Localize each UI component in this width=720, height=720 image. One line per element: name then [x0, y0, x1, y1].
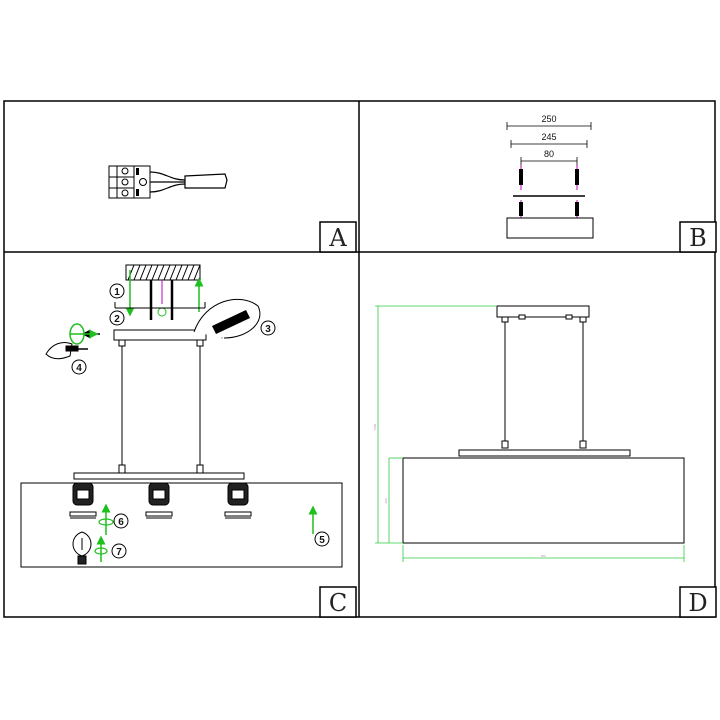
screwdriver-hand	[45, 341, 88, 360]
terminal-block	[108, 165, 151, 199]
panel-b-letter-box	[679, 221, 717, 253]
dimension-lines-b	[506, 122, 592, 165]
dimension-lines-d	[375, 305, 685, 562]
step-5: 5	[319, 535, 325, 546]
lamp-shade-c	[20, 482, 343, 568]
step-7: 7	[116, 547, 122, 558]
ceiling-canopy	[506, 217, 594, 239]
bulb-icon	[72, 531, 92, 565]
terminal-marks	[136, 168, 139, 196]
panel-b: 250 245 80 B	[506, 114, 717, 253]
dim-height: 1500	[373, 423, 377, 430]
step-2: 2	[114, 314, 120, 325]
panel-d: 1500 200 780 D	[373, 305, 717, 618]
dim-245: 245	[541, 132, 556, 142]
panel-a: A	[108, 165, 357, 253]
dim-80: 80	[544, 149, 554, 159]
suspension-cables-d	[501, 314, 587, 449]
panel-a-letter-box	[319, 221, 357, 253]
step-1: 1	[114, 287, 120, 298]
suspension-cables-c	[118, 339, 204, 474]
dim-width: 780	[540, 554, 545, 558]
lamp-shade-d	[402, 457, 685, 544]
bracket-c	[114, 302, 206, 309]
panel-d-letter: D	[688, 589, 707, 617]
panel-a-letter: A	[328, 224, 347, 252]
canopy-d	[496, 305, 590, 318]
step-6: 6	[118, 517, 124, 528]
socket-1	[69, 482, 97, 519]
ring-arrow-6	[98, 503, 114, 535]
ceiling-hatch	[125, 264, 201, 281]
step-3: 3	[265, 324, 271, 335]
panel-c: 1 2 3 4	[20, 264, 357, 618]
socket-2	[145, 482, 173, 519]
step-4: 4	[76, 363, 82, 374]
screws-b	[519, 165, 579, 220]
bulb-arrow-7	[94, 535, 108, 562]
connector-detail	[193, 298, 276, 339]
lamp-bar-d	[458, 449, 631, 457]
diagram-frame	[3, 100, 716, 618]
dim-250: 250	[541, 114, 556, 124]
panel-c-letter: C	[329, 589, 347, 617]
power-cable	[149, 171, 228, 193]
panel-d-letter-box	[679, 586, 717, 618]
panel-c-letter-box	[319, 586, 357, 618]
dim-shade-height: 200	[384, 498, 388, 503]
lamp-bar-c	[73, 472, 245, 480]
socket-3	[224, 482, 252, 519]
panel-b-letter: B	[689, 224, 707, 252]
canopy-c	[113, 329, 207, 341]
